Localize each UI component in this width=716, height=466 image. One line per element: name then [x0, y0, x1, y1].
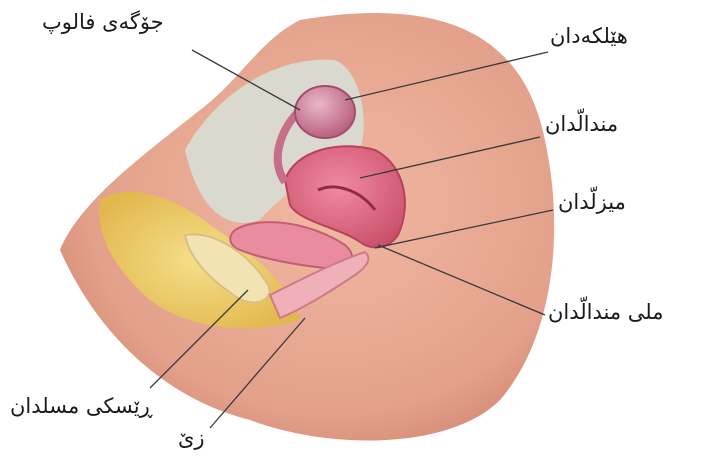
ovary	[295, 86, 355, 138]
label-fallopian-tube: جۆگەی فالوپ	[42, 12, 164, 33]
label-bladder: میزلّدان	[558, 192, 626, 213]
label-vagina: زێ	[178, 428, 205, 449]
label-rectum: ڕێسکی مسلدان	[10, 396, 152, 417]
label-ovary: هێلکەدان	[550, 26, 628, 47]
label-uterus: مندالّدان	[545, 114, 618, 135]
label-cervix: ملی مندالّدان	[548, 302, 664, 323]
